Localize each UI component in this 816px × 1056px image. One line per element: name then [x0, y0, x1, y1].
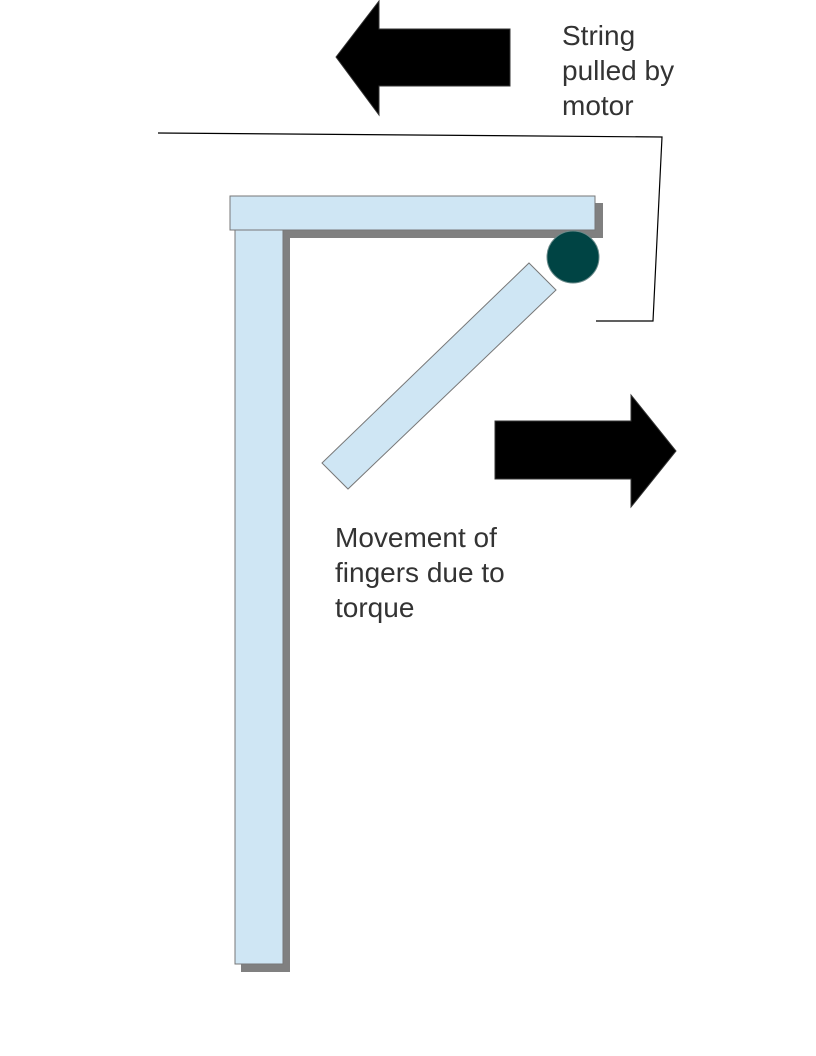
finger-movement-label: Movement of fingers due to torque — [335, 520, 505, 625]
finger-movement-label-line: fingers due to — [335, 557, 505, 588]
finger-movement-label-line: Movement of — [335, 522, 497, 553]
string-pulled-label-line: String — [562, 20, 636, 51]
arrow-right-icon — [494, 393, 677, 509]
rotating-finger-segment — [321, 262, 557, 490]
finger-movement-label-line: torque — [335, 592, 415, 623]
string-pulled-label-line: motor — [562, 90, 634, 121]
arrow-left-icon — [335, 0, 511, 117]
string-pulled-label-line: pulled by — [562, 55, 675, 86]
joint-circle — [546, 230, 600, 284]
vertical-bar — [234, 229, 284, 965]
horizontal-bar — [229, 195, 596, 231]
string-pulled-label: String pulled by motor — [562, 18, 674, 123]
string-line — [157, 132, 663, 322]
